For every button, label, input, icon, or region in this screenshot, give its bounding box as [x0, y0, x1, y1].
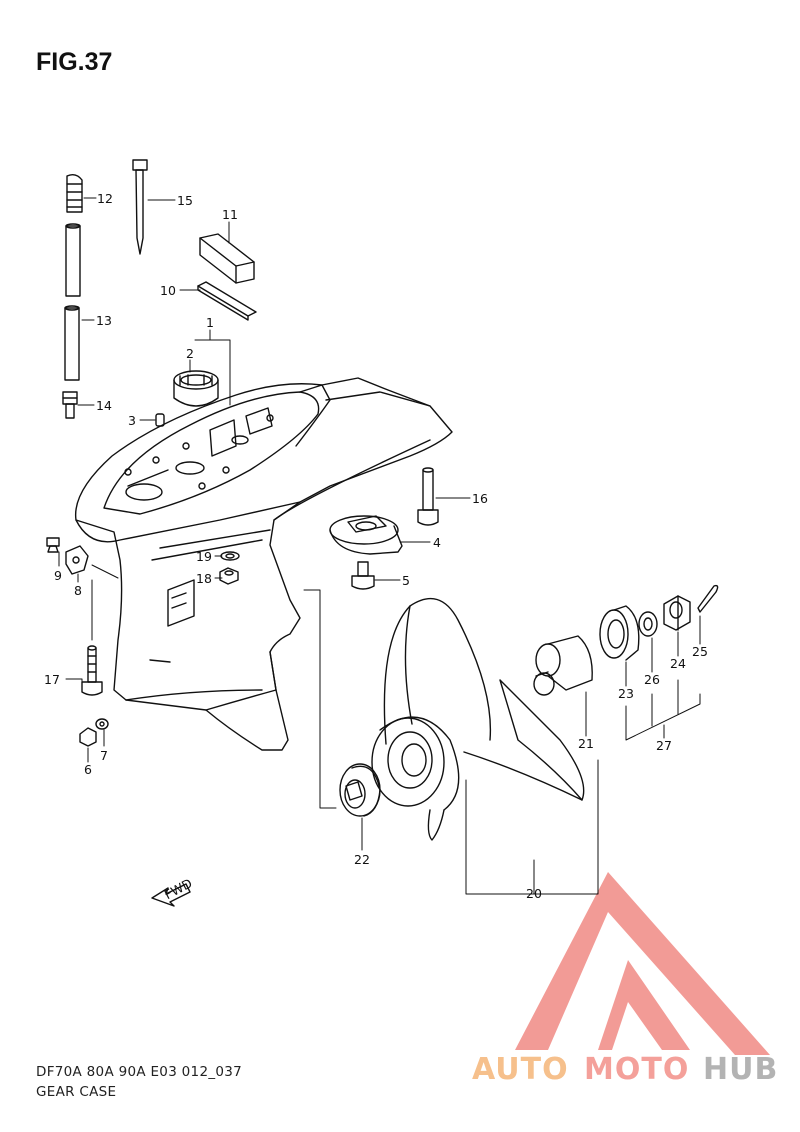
callout-19: 19	[196, 549, 212, 564]
watermark-auto: AUTO	[472, 1052, 569, 1087]
callout-22: 22	[354, 852, 370, 867]
part-16-bolt	[417, 467, 439, 526]
part-10-plate	[197, 281, 257, 321]
part-19-washer	[220, 551, 240, 561]
part-4-anode	[329, 515, 403, 555]
part-8-grommet	[65, 545, 89, 575]
callout-1: 1	[206, 315, 214, 330]
callout-10: 10	[160, 283, 176, 298]
callout-16: 16	[472, 491, 488, 506]
callout-24: 24	[670, 656, 686, 671]
leader-lines	[58, 197, 701, 895]
callout-27: 27	[656, 738, 672, 753]
callout-4: 4	[433, 535, 441, 550]
callout-20: 20	[526, 886, 542, 901]
part-24-nut	[663, 595, 691, 631]
watermark-hub: HUB	[703, 1052, 779, 1087]
callout-13: 13	[96, 313, 112, 328]
callout-12: 12	[97, 191, 113, 206]
callout-11: 11	[222, 207, 238, 222]
part-15-cable-tie	[132, 159, 148, 255]
watermark-moto: MOTO	[584, 1052, 690, 1087]
part-6-nut	[79, 727, 97, 747]
callout-9: 9	[54, 568, 62, 583]
callout-5: 5	[402, 573, 410, 588]
fwd-arrow	[151, 883, 191, 907]
part-12-grommet	[66, 173, 83, 213]
callout-3: 3	[128, 413, 136, 428]
gear-case-housing	[74, 377, 453, 751]
part-21-bushing	[533, 635, 593, 696]
callout-14: 14	[96, 398, 112, 413]
callout-15: 15	[177, 193, 193, 208]
part-18-nut	[219, 567, 239, 585]
callout-7: 7	[100, 748, 108, 763]
callout-6: 6	[84, 762, 92, 777]
callout-18: 18	[196, 571, 212, 586]
part-25-cotter-pin	[697, 584, 719, 613]
part-22-thrust-washer	[339, 763, 381, 817]
part-20-propeller	[371, 597, 585, 841]
callout-23: 23	[618, 686, 634, 701]
callout-21: 21	[578, 736, 594, 751]
part-26-washer	[638, 611, 658, 637]
part-2-bearing	[173, 370, 219, 407]
part-17-bolt	[81, 645, 103, 696]
watermark-logo	[515, 872, 770, 1055]
callout-25: 25	[692, 644, 708, 659]
callout-2: 2	[186, 346, 194, 361]
callout-8: 8	[74, 583, 82, 598]
figure-code: DF70A 80A 90A E03 012_037	[36, 1064, 243, 1080]
part-11-block	[199, 233, 255, 284]
callout-labels: 12 15 11 10 13 1 2 14 3 16 4 19 18 5 9 8…	[44, 191, 708, 902]
figure-title: FIG.37	[36, 48, 113, 76]
part-9-screw	[46, 537, 60, 553]
callout-17: 17	[44, 672, 60, 687]
part-23-spacer	[599, 605, 640, 661]
part-13-water-tube	[64, 223, 81, 381]
part-5-bolt	[351, 561, 375, 590]
part-7-washer	[95, 718, 109, 730]
figure-caption: GEAR CASE	[36, 1084, 117, 1100]
part-14-fitting	[62, 391, 78, 419]
callout-26: 26	[644, 672, 660, 687]
